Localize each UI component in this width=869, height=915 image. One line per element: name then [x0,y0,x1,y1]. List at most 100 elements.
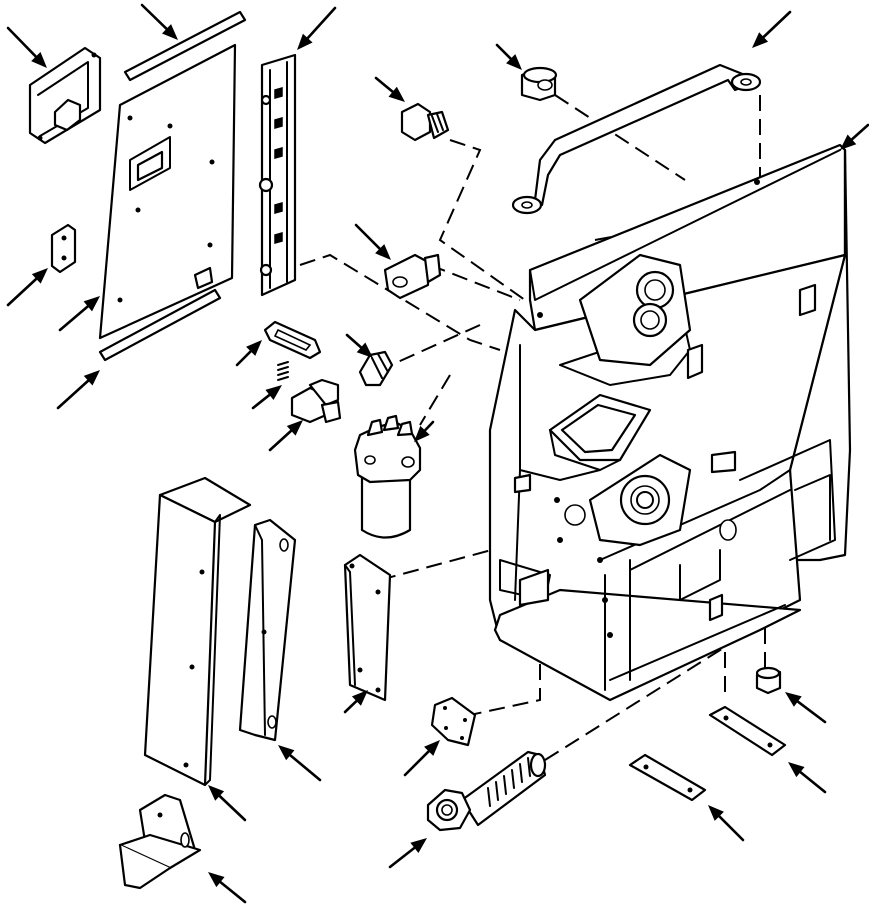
callout-arrow-head [208,872,225,888]
side-panel-long [143,476,252,787]
callout-arrow [278,745,322,782]
small-clip [50,223,77,274]
callout-arrow-shaft [495,43,512,60]
filter-assembly [353,414,422,539]
strap-plate-center [628,753,707,802]
callout-arrow-shaft [718,815,745,842]
drain-plug [755,666,782,695]
callout-arrow-shaft [251,393,271,410]
callout-arrow [140,3,178,40]
callout-arrow-shaft [388,846,416,869]
callout-arrow-head [31,268,48,284]
callout-arrow-head [208,785,225,801]
breather-cap [520,66,558,102]
callout-arrow-shaft [6,26,38,58]
callout-arrow-shaft [423,420,435,432]
elbow-fitting [290,378,342,424]
callout-arrow [6,268,48,307]
callout-arrow [345,333,373,358]
square-cover [430,696,477,747]
callout-arrow-head [708,805,724,821]
fill-plug [400,102,450,142]
callout-arrow [208,872,247,904]
callout-arrow-head [424,740,440,756]
callout-arrow-shaft [219,880,247,904]
callout-arrow-shaft [288,753,322,782]
callout-arrow-shaft [799,770,827,794]
callout-arrow-head [506,54,522,70]
callout-arrow-head [752,32,769,48]
terminal-strip-bracket [258,53,297,297]
callout-arrow-shaft [354,223,381,250]
callout-arrow [56,370,100,410]
callout-arrow-shaft [762,10,792,39]
angle-bracket [238,518,297,742]
straight-fitting [358,350,394,387]
callout-arrow-shaft [268,429,293,452]
callout-arrow [235,340,262,367]
callout-arrow-head [375,244,391,260]
mounting-plate [343,553,392,702]
gasket-strip-top [123,10,247,82]
callout-arrow-head [161,24,178,40]
callout-arrow [343,690,368,714]
callout-arrow [208,785,247,822]
callout-arrow [785,692,827,724]
callout-arrow-head [414,425,430,442]
callout-arrow [840,123,869,150]
callout-arrow-head [83,296,100,312]
strap-plate-right [708,705,787,757]
callout-arrow-head [788,762,805,778]
callout-arrow [708,805,745,842]
callout-arrow [251,385,282,410]
callout-arrows [6,3,869,904]
callout-arrow-shaft [218,794,247,822]
strainer [426,750,547,832]
hydraulic-tank [488,143,852,702]
callout-arrow-shaft [56,379,90,410]
callout-arrow-shaft [796,700,827,724]
callout-arrow-shaft [345,333,363,349]
callout-arrow-head [840,134,857,150]
callout-arrow-head [410,838,427,853]
access-cover-plate [98,43,237,340]
callout-arrow [374,76,405,102]
callout-arrow [495,43,522,70]
callout-arrow-shaft [306,6,337,40]
gasket-strip-bottom [98,288,222,362]
cap-top-left [28,46,102,145]
callout-arrow [297,6,337,50]
callout-arrow-head [297,33,313,50]
mounting-foot [118,793,202,890]
callout-arrow-head [278,745,295,761]
callout-arrow-shaft [403,750,430,777]
callout-arrow-head [265,385,282,401]
callout-arrow-head [785,692,802,707]
callout-arrow-head [388,86,405,102]
spring [277,361,289,381]
callout-arrow-shaft [6,277,38,307]
callout-arrow-shaft [235,350,252,367]
callout-arrow-head [246,340,262,356]
callout-arrow [414,420,435,442]
callout-arrow [58,296,100,332]
sight-gauge [263,320,322,360]
callout-arrow-head [286,420,303,436]
callout-arrow-shaft [850,123,869,141]
callout-arrow-head [83,370,100,386]
callout-arrow [388,838,427,869]
callout-arrow-shaft [140,3,168,31]
callout-arrow [354,223,391,260]
callout-arrow [268,420,303,452]
handle-bar [511,63,762,215]
callout-arrow [752,10,792,48]
callout-arrow-head [31,52,47,68]
callout-arrow [403,740,440,777]
callout-arrow [6,26,47,68]
callout-arrow-shaft [343,699,358,714]
callout-arrow-shaft [58,305,90,332]
callout-arrow-head [356,342,373,358]
callout-arrow [788,762,827,794]
